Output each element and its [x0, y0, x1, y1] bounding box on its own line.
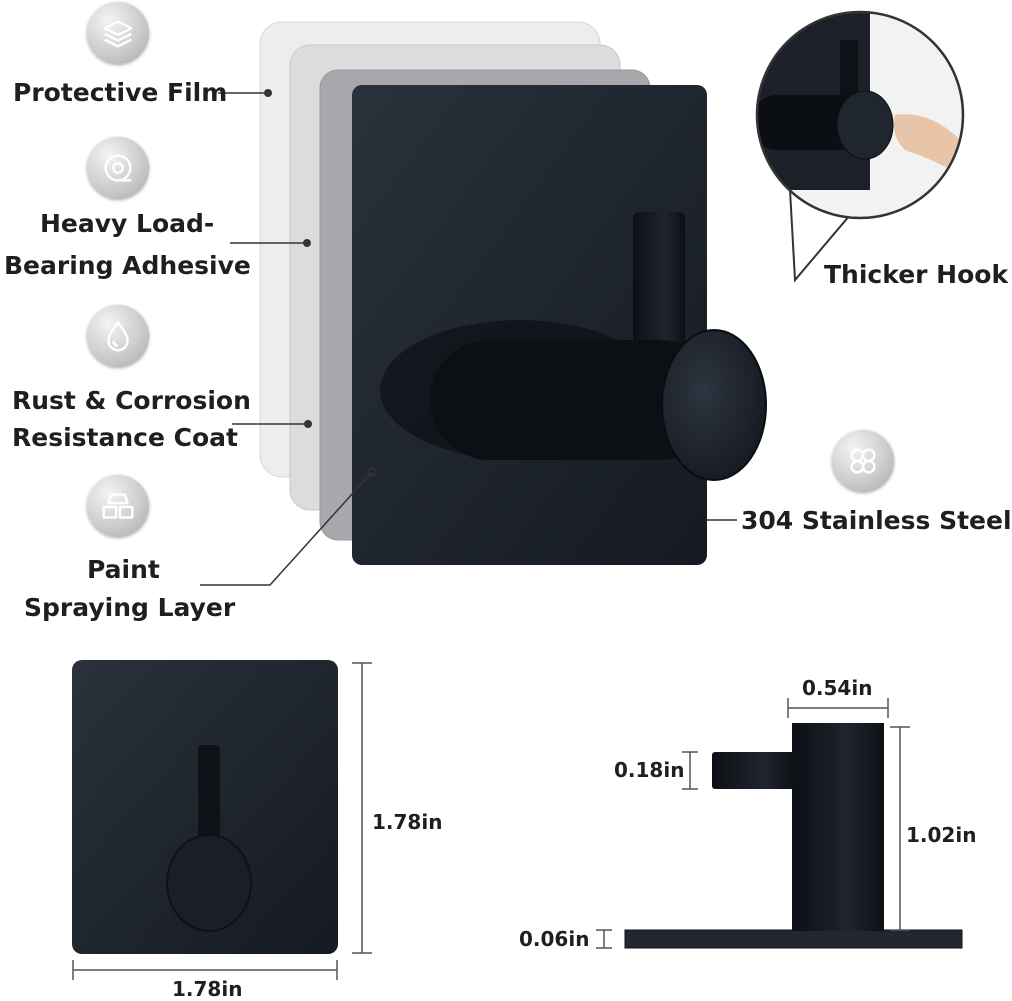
- label-adhesive-2: Bearing Adhesive: [4, 251, 251, 280]
- hook-body: [430, 340, 720, 460]
- dim-hook-width: 0.54in: [802, 676, 873, 700]
- dim-height: 1.78in: [372, 810, 443, 834]
- metal-bars-icon: [832, 430, 894, 492]
- layers-icon: [87, 2, 149, 64]
- label-adhesive-1: Heavy Load-: [40, 209, 215, 238]
- front-view-upright: [198, 745, 220, 840]
- dim-width: 1.78in: [172, 977, 243, 1001]
- label-protective-film: Protective Film: [13, 78, 228, 107]
- label-thicker-hook: Thicker Hook: [824, 260, 1009, 289]
- hook-cap: [661, 329, 767, 481]
- dim-plate-thickness: 0.06in: [519, 927, 590, 951]
- label-paint-1: Paint: [87, 555, 160, 584]
- side-view-body: [792, 723, 884, 931]
- label-coat-1: Rust & Corrosion: [12, 386, 251, 415]
- label-stainless-steel: 304 Stainless Steel: [741, 506, 1012, 535]
- hook-upright: [633, 212, 685, 382]
- side-view-hook: [712, 752, 796, 789]
- water-drop-icon: [87, 305, 149, 367]
- label-coat-2: Resistance Coat: [12, 423, 238, 452]
- tape-roll-icon: [87, 137, 149, 199]
- dim-hook-thickness: 0.18in: [614, 758, 685, 782]
- side-view-base: [624, 929, 963, 949]
- paint-blocks-icon: [87, 475, 149, 537]
- dim-depth: 1.02in: [906, 823, 977, 847]
- front-view-cap: [166, 834, 252, 932]
- label-paint-2: Spraying Layer: [24, 593, 236, 622]
